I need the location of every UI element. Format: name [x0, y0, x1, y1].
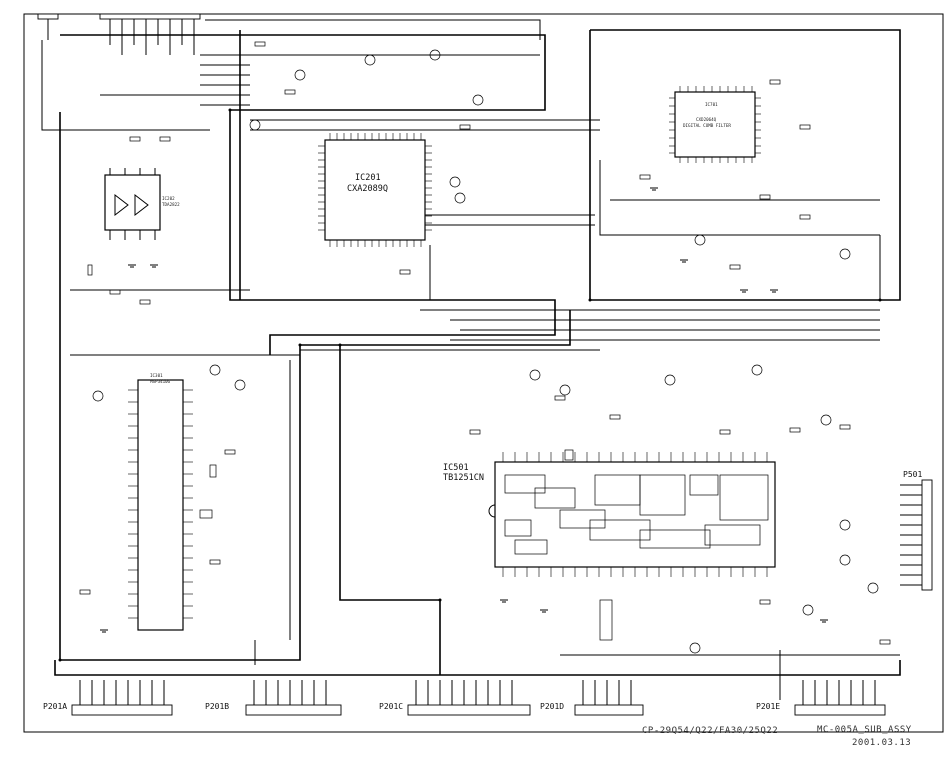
p201a-label: P201A [43, 702, 67, 711]
p201c-label: P201C [379, 702, 403, 711]
connector-p201d: P201D [540, 680, 644, 716]
connector-p501: P501 [900, 470, 933, 591]
ic201-part: CXA2089Q [347, 184, 388, 194]
ic701-chip: IC701 CXD2064Q DIGITAL COMB FILTER [669, 86, 761, 163]
ic202-ref: IC202 [162, 196, 175, 201]
ic701-ref: IC701 [705, 102, 718, 107]
ic301-part: MSP3410G [150, 379, 171, 384]
ic701-desc: DIGITAL COMB FILTER [683, 123, 731, 128]
p501-label: P501 [903, 470, 922, 479]
ic201-ref: IC201 [355, 173, 381, 183]
transistor-symbols [92, 49, 879, 654]
p201e-label: P201E [756, 702, 780, 711]
connector-p201b: P201B [205, 680, 342, 716]
ic501-chip: IC501 TB1251CN [443, 452, 776, 577]
ic202-chip: IC202 TDA2822 [104, 168, 180, 240]
ic501-ref: IC501 [443, 463, 469, 473]
connector-p201e: P201E [756, 680, 886, 716]
connector-top-left [37, 13, 201, 55]
ground-symbols [100, 187, 828, 633]
ic201-chip: IC201 CXA2089Q [318, 133, 432, 247]
footer-board: MC-005A_SUB_ASSY [817, 725, 912, 735]
ic301-ref: IC301 [150, 373, 163, 378]
footer-models: CP-29Q54/Q22/FA30/25Q22 [642, 726, 778, 736]
ic701-part: CXD2064Q [696, 117, 717, 122]
ic202-part: TDA2822 [162, 202, 180, 207]
passive-components [79, 41, 891, 645]
p201b-label: P201B [205, 702, 229, 711]
connector-p201c: P201C [379, 680, 531, 716]
junction-dots [58, 108, 882, 662]
ic301-chip: IC301 MSP3410G [128, 373, 193, 631]
footer-date: 2001.03.13 [852, 738, 911, 748]
connector-p201a: P201A [43, 680, 173, 716]
ic501-part: TB1251CN [443, 473, 484, 483]
wiring-bus [41, 19, 901, 700]
p201d-label: P201D [540, 702, 564, 711]
drawing-border [23, 13, 944, 733]
